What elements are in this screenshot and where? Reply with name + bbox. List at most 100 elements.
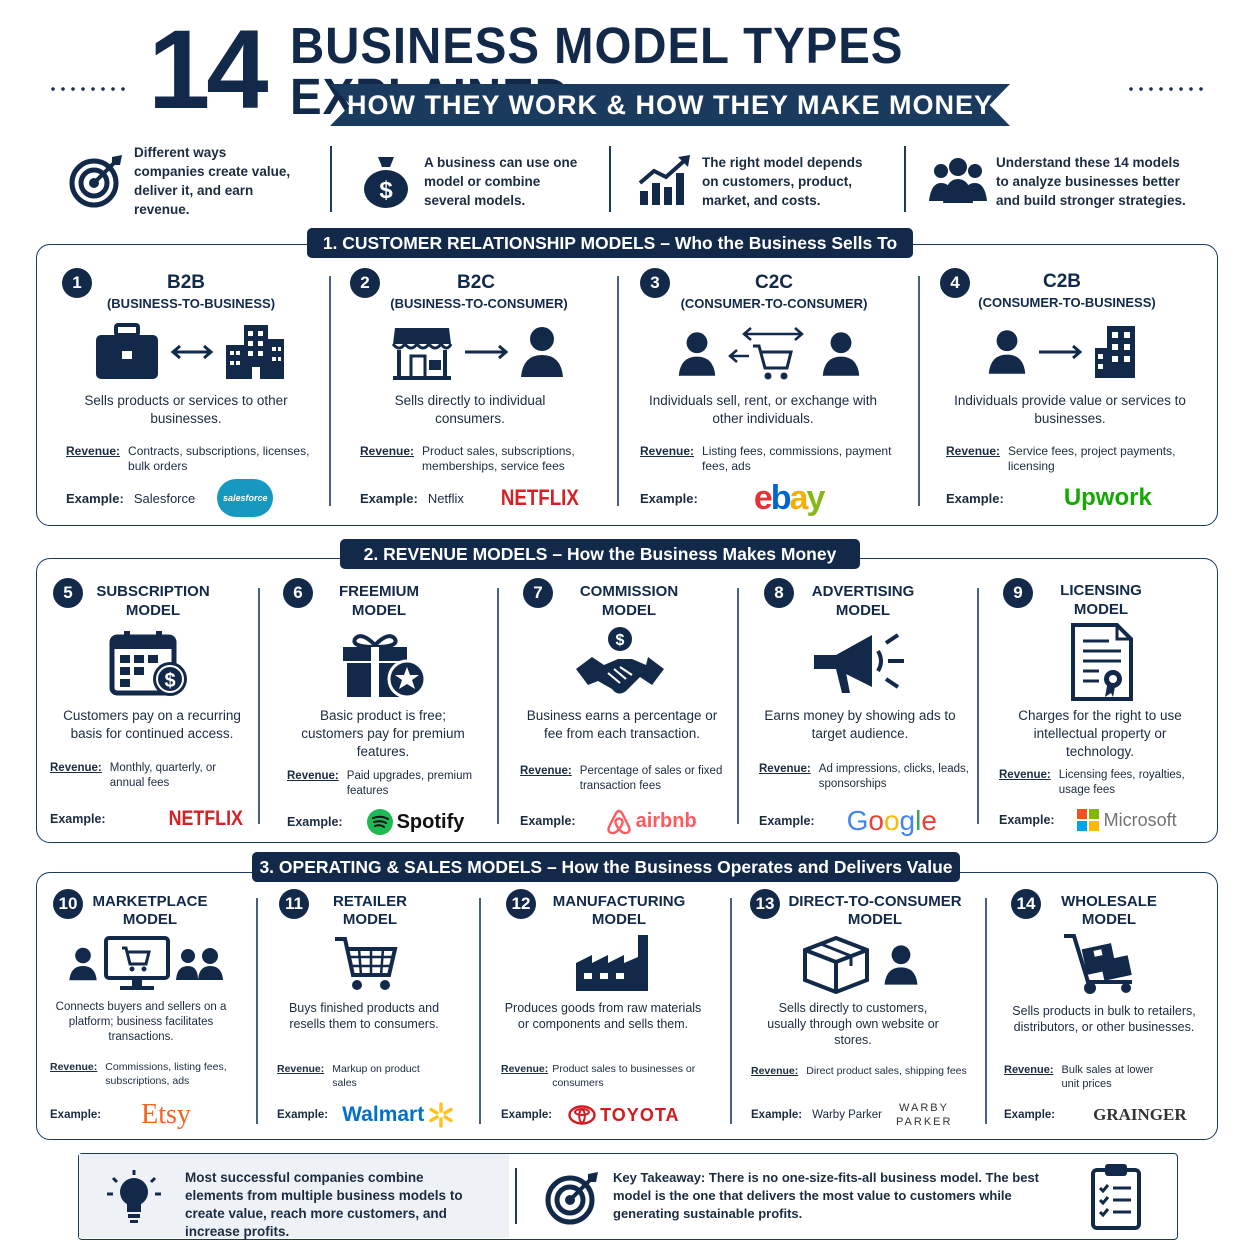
model-subtitle: MODEL xyxy=(342,911,398,928)
model-number-badge: 13 xyxy=(750,889,780,919)
model-description: Buys finished products and resells them … xyxy=(288,1001,440,1031)
header-number: 14 xyxy=(148,7,269,132)
model-description: Individuals sell, rent, or exchange with… xyxy=(648,393,878,426)
model-illustration xyxy=(368,320,588,384)
model-example: Example:Etsy xyxy=(50,1099,191,1130)
person-icon xyxy=(988,330,1026,374)
model-subtitle: (BUSINESS-TO-CONSUMER) xyxy=(390,296,568,311)
header-dots-right xyxy=(1126,86,1208,92)
warby-parker-logo: WARBY PARKER xyxy=(896,1102,953,1128)
model-description: Produces goods from raw materials or com… xyxy=(504,1001,702,1031)
model-illustration xyxy=(80,320,300,384)
model-subtitle: MODEL xyxy=(601,602,657,619)
office-building-icon xyxy=(1095,326,1135,378)
netflix-logo: NETFLIX xyxy=(500,485,579,510)
model-number-badge: 10 xyxy=(53,889,83,919)
growth-chart-icon xyxy=(634,155,694,207)
model-revenue: Revenue:Product sales to businesses or c… xyxy=(501,1063,696,1089)
factory-icon xyxy=(570,932,658,994)
model-description: Sells directly to customers, usually thr… xyxy=(767,1001,939,1047)
model-number-badge: 9 xyxy=(1003,578,1033,608)
model-number-badge: 4 xyxy=(940,268,970,298)
model-title: LICENSING xyxy=(1060,582,1142,599)
intro-text-1: Different ways companies create value, d… xyxy=(134,145,291,217)
grainger-logo: GRAINGER xyxy=(1093,1105,1187,1124)
netflix-logo: NETFLIX xyxy=(168,807,243,830)
person-icon xyxy=(884,945,918,985)
model-subtitle: MODEL xyxy=(1081,911,1137,928)
footer-box: Most successful companies combine elemen… xyxy=(78,1153,1178,1240)
briefcase-icon xyxy=(96,323,158,379)
model-revenue: Revenue:Product sales, subscriptions, me… xyxy=(360,444,575,473)
target-icon xyxy=(66,153,126,209)
intro-text-4: Understand these 14 models to analyze bu… xyxy=(996,154,1186,208)
column-divider xyxy=(256,898,258,1124)
model-example: Example:ebay xyxy=(640,478,825,517)
model-title: FREEMIUM xyxy=(339,583,419,600)
model-subtitle: (CONSUMER-TO-CONSUMER) xyxy=(680,296,868,311)
model-title: WHOLESALE xyxy=(1061,893,1157,910)
model-example: Example:Upwork xyxy=(946,484,1152,511)
model-revenue: Revenue:Commissions, listing fees, subsc… xyxy=(50,1061,227,1087)
model-description: Charges for the right to use intellectua… xyxy=(1018,708,1182,759)
model-description: Individuals provide value or services to… xyxy=(954,393,1186,426)
google-logo: Google xyxy=(846,805,937,836)
model-number-badge: 14 xyxy=(1011,889,1041,919)
person-icon xyxy=(822,332,860,376)
megaphone-icon xyxy=(808,628,912,700)
model-description: Basic product is free; customers pay for… xyxy=(301,708,465,759)
intro-divider xyxy=(904,146,906,212)
model-revenue: Revenue:Listing fees, commissions, payme… xyxy=(640,444,892,473)
column-divider xyxy=(329,276,331,506)
column-divider xyxy=(479,898,481,1124)
people-pair-icon xyxy=(176,948,223,980)
toyota-logo: TOYOTA xyxy=(568,1105,679,1126)
model-description: Sells products in bulk to retailers, dis… xyxy=(1012,1004,1196,1034)
model-illustration xyxy=(796,934,926,996)
column-divider xyxy=(977,588,979,824)
column-divider xyxy=(258,588,260,824)
header-dots-left xyxy=(48,86,130,92)
package-box-icon xyxy=(803,936,869,994)
model-revenue: Revenue:Ad impressions, clicks, leads, s… xyxy=(759,763,969,790)
model-title: COMMISSION xyxy=(579,583,679,600)
lightbulb-icon xyxy=(105,1170,163,1231)
person-icon xyxy=(678,332,716,376)
model-title: MANUFACTURING xyxy=(552,893,686,910)
model-revenue: Revenue:Licensing fees, royalties, usage… xyxy=(999,769,1185,796)
double-arrow-icon xyxy=(170,344,214,360)
office-building-icon xyxy=(226,325,284,379)
section-header-3: 3. OPERATING & SALES MODELS – How the Bu… xyxy=(252,852,960,882)
model-number-badge: 2 xyxy=(350,268,380,298)
model-illustration xyxy=(664,322,874,386)
model-subtitle: (CONSUMER-TO-BUSINESS) xyxy=(978,295,1156,310)
model-number-badge: 5 xyxy=(53,578,83,608)
model-number-badge: 1 xyxy=(62,268,92,298)
svg-text:$: $ xyxy=(164,670,175,692)
etsy-logo: Etsy xyxy=(141,1099,191,1130)
model-title: SUBSCRIPTION xyxy=(96,583,210,600)
footer-left-panel xyxy=(79,1154,509,1238)
model-number-badge: 6 xyxy=(283,578,313,608)
model-subtitle: MODEL xyxy=(351,602,407,619)
column-divider xyxy=(730,898,732,1124)
hand-truck-boxes-icon xyxy=(1058,932,1142,996)
model-title: MARKETPLACE xyxy=(92,893,208,910)
model-example: Example:Walmart xyxy=(277,1100,455,1130)
model-subtitle: MODEL xyxy=(125,602,181,619)
microsoft-logo: Microsoft xyxy=(1076,809,1177,831)
certificate-document-icon xyxy=(1064,622,1140,702)
model-revenue: Revenue:Percentage of sales or fixed tra… xyxy=(520,765,723,792)
spotify-logo: Spotify xyxy=(366,809,464,835)
model-example: Example: airbnb xyxy=(520,806,697,836)
person-icon xyxy=(521,327,563,377)
model-example: Example: TOYOTA xyxy=(501,1104,680,1126)
model-example: Example: Spotify xyxy=(287,808,464,836)
model-title: B2C xyxy=(456,272,495,293)
column-divider xyxy=(497,588,499,824)
intro-text-3: The right model depends on customers, pr… xyxy=(702,154,863,208)
model-description: Sells directly to individual consumers. xyxy=(394,393,546,426)
model-subtitle: MODEL xyxy=(835,602,891,619)
model-number-badge: 8 xyxy=(764,578,794,608)
